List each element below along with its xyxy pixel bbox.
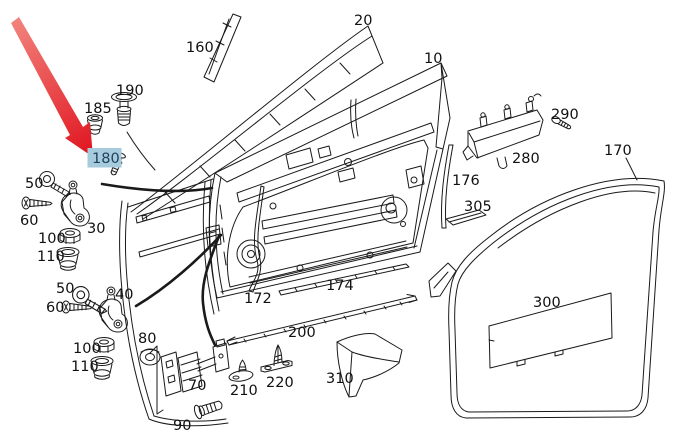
- part-label-60-lower: 60: [46, 300, 64, 316]
- part-label-172: 172: [244, 291, 272, 307]
- part-label-174: 174: [326, 278, 354, 294]
- part-label-280: 280: [512, 151, 540, 167]
- part-label-30: 30: [87, 221, 105, 237]
- mirror-corner-cover: [336, 333, 403, 398]
- check-bolt-90: [193, 400, 223, 420]
- part-label-305: 305: [464, 199, 492, 215]
- part-label-70: 70: [188, 378, 206, 394]
- molding-strip-lower: [226, 294, 418, 346]
- part-label-160: 160: [186, 40, 214, 56]
- part-label-300: 300: [533, 295, 561, 311]
- part-label-80: 80: [138, 331, 156, 347]
- red-pointer-arrow: [11, 17, 93, 157]
- sound-pad: [488, 292, 613, 369]
- part-label-180: 180: [92, 151, 120, 167]
- foam-pad: [445, 209, 487, 226]
- rear-edge-seal: [440, 144, 454, 229]
- part-label-20: 20: [354, 13, 372, 29]
- handle-screw: [551, 115, 572, 130]
- door-outer-panel: [119, 178, 229, 427]
- part-label-200: 200: [288, 325, 316, 341]
- part-label-190: 190: [116, 83, 144, 99]
- part-label-110-upper: 110: [37, 249, 65, 265]
- part-label-310: 310: [326, 371, 354, 387]
- part-label-210: 210: [230, 383, 258, 399]
- part-label-290: 290: [551, 107, 579, 123]
- grommet-80: [139, 348, 161, 366]
- part-label-170: 170: [604, 143, 632, 159]
- molding-strip-upper: [278, 263, 410, 296]
- part-label-60-upper: 60: [20, 213, 38, 229]
- part-label-10: 10: [424, 51, 442, 67]
- part-label-176: 176: [452, 173, 480, 189]
- edge-protection-strip: [248, 185, 265, 293]
- door-check: [149, 338, 230, 415]
- door-seal-frame: [130, 25, 384, 220]
- clip-210: [228, 359, 254, 382]
- clip-220: [260, 344, 293, 373]
- screw-60-lower: [61, 300, 93, 314]
- part-label-185: 185: [84, 101, 112, 117]
- part-label-100-lower: 100: [73, 341, 101, 357]
- part-label-100-upper: 100: [38, 231, 66, 247]
- hinge-upper: [60, 180, 90, 227]
- door-seal-loop: [428, 157, 665, 419]
- part-label-50-lower: 50: [56, 281, 74, 297]
- clip-190: [111, 92, 137, 126]
- screw-50-upper: [39, 171, 71, 197]
- part-label-90: 90: [173, 418, 191, 431]
- handle-carrier: [462, 93, 544, 169]
- door-shell: [208, 62, 451, 299]
- screw-60-upper: [21, 196, 53, 210]
- part-label-220: 220: [266, 375, 294, 391]
- highlight-box-180: [87, 148, 122, 168]
- part-label-40: 40: [115, 287, 133, 303]
- part-label-50-upper: 50: [25, 176, 43, 192]
- quarter-seal-strip: [203, 13, 242, 83]
- leader-lines: [100, 131, 223, 347]
- part-label-110-lower: 110: [71, 359, 99, 375]
